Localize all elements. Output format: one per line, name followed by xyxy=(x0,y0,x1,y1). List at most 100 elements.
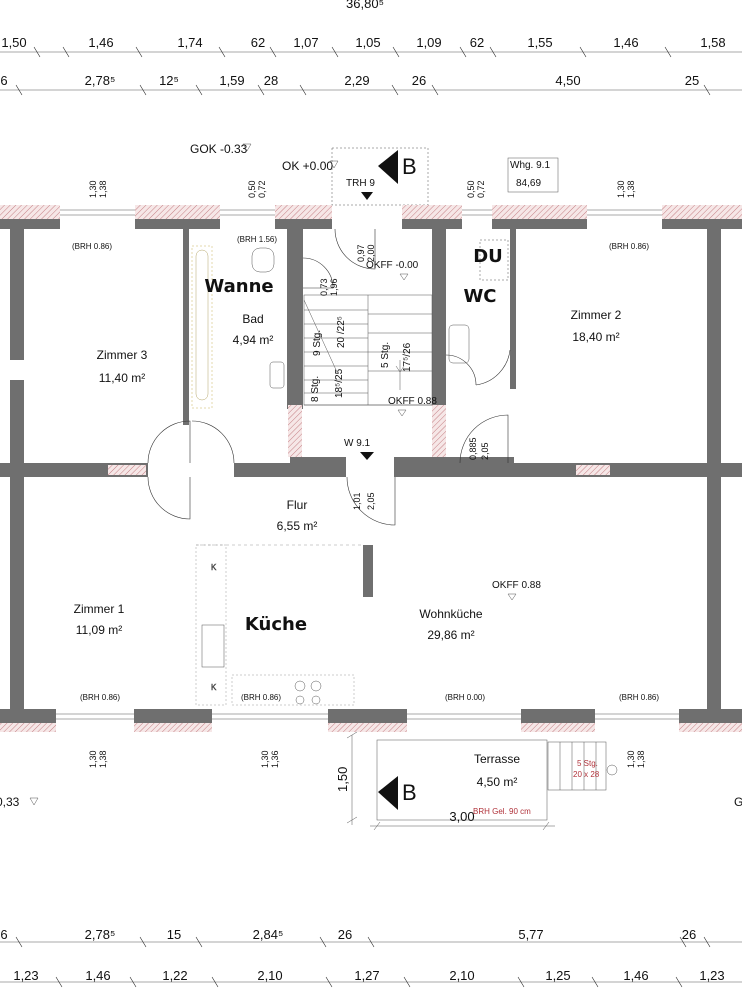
section-marker-bottom xyxy=(378,776,398,810)
bottom-dim-7: 26 xyxy=(682,927,696,942)
bottom-dim-r2-4: 2,10 xyxy=(257,968,282,983)
open-bw3-b: 1,38 xyxy=(636,750,646,768)
stair-9-label: 9 Stg. xyxy=(312,330,323,356)
okff-mid: OKFF 0.88 xyxy=(388,396,437,407)
section-marker-top xyxy=(378,150,398,184)
bottom-dim-r2-7: 1,25 xyxy=(545,968,570,983)
open-wc-b: 1,96 xyxy=(329,278,339,296)
stair-9-size: 20 /22⁵ xyxy=(336,316,347,348)
bottom-dim-r2-9: 1,23 xyxy=(699,968,724,983)
zimmer2-name: Zimmer 2 xyxy=(571,308,622,322)
open-bw2-a: 1,30 xyxy=(260,750,270,768)
brh-wohn-2: (BRH 0.86) xyxy=(619,693,659,702)
bottom-dim-r2-2: 1,46 xyxy=(85,968,110,983)
top-dim-1: 1,50 xyxy=(1,35,26,50)
kitchen-mark-2: K xyxy=(211,683,217,692)
brh-z1: (BRH 0.86) xyxy=(80,693,120,702)
open-entry-b: 2,00 xyxy=(366,244,376,262)
open-z2-b: 2,05 xyxy=(480,442,490,460)
gok-level: GOK -0.33 xyxy=(190,142,248,156)
open-w2-b: 0,72 xyxy=(257,180,267,198)
terrace-width-dim: 3,00 xyxy=(449,809,474,824)
top-dim-2: 1,46 xyxy=(88,35,113,50)
bottom-dim-1: 6 xyxy=(0,927,7,942)
okff-top: OKFF -0.00 xyxy=(366,260,419,271)
du-tag: DU xyxy=(473,246,503,267)
section-label-top: B xyxy=(402,154,417,179)
bottom-dim-r2-3: 1,22 xyxy=(162,968,187,983)
open-wohn-a: 1,01 xyxy=(352,492,362,510)
stair-8-label: 8 Stg. xyxy=(310,376,321,402)
bottom-dimension-chain: 6 2,78⁵ 15 2,84⁵ 26 5,77 26 1,23 1,46 1,… xyxy=(0,927,742,988)
brh-z2: (BRH 0.86) xyxy=(609,242,649,251)
brh-bad: (BRH 1.56) xyxy=(237,235,277,244)
bottom-dim-3: 15 xyxy=(167,927,181,942)
top-dim-4: 62 xyxy=(251,35,265,50)
stair-labels: 9 Stg. 20 /22⁵ 5 Stg. 17⁵/26 8 Stg. 18⁵/… xyxy=(310,316,413,402)
terrasse-step-size: 20 x 28 xyxy=(573,770,600,779)
bottom-dim-6: 5,77 xyxy=(518,927,543,942)
open-entry-a: 0,97 xyxy=(356,244,366,262)
bottom-dim-r2-6: 2,10 xyxy=(449,968,474,983)
flur-area: 6,55 m² xyxy=(277,519,318,533)
walls xyxy=(0,205,742,732)
open-w4-a: 1,30 xyxy=(616,180,626,198)
terrasse-area: 4,50 m² xyxy=(477,775,518,789)
left-level: 0,33 xyxy=(0,795,20,809)
whg-label: Whg. 9.1 xyxy=(510,160,550,171)
zimmer3-name: Zimmer 3 xyxy=(97,348,148,362)
terrace-depth-dim: 1,50 xyxy=(335,767,350,792)
zimmer1-name: Zimmer 1 xyxy=(74,602,125,616)
open-wohn-b: 2,05 xyxy=(366,492,376,510)
okff-kitchen: OKFF 0.88 xyxy=(492,580,541,591)
stair-5-label: 5 Stg. xyxy=(380,342,391,368)
top-dimension-chain: 36,80⁵ 1,50 1,46 1,74 62 1,07 1,05 1,09 … xyxy=(0,0,742,96)
top-dim-5: 1,07 xyxy=(293,35,318,50)
brh-wohn-1: (BRH 0.00) xyxy=(445,693,485,702)
bad-tag: Wanne xyxy=(204,276,273,297)
bottom-dim-r2-5: 1,27 xyxy=(354,968,379,983)
top-dim-r2-6: 2,29 xyxy=(344,73,369,88)
top-dim-r2-8: 4,50 xyxy=(555,73,580,88)
top-dim-8: 62 xyxy=(470,35,484,50)
level-labels-inside: OKFF -0.00 OKFF 0.88 W 9.1 OKFF 0.88 0,3… xyxy=(0,260,742,809)
zimmer2-area: 18,40 m² xyxy=(572,330,619,344)
brh-labels: (BRH 0.86) (BRH 1.56) (BRH 0.86) (BRH 0.… xyxy=(72,235,659,702)
bottom-dim-4: 2,84⁵ xyxy=(253,927,284,942)
stair-8-size: 18⁵/25 xyxy=(334,368,345,398)
top-dim-r2-2: 2,78⁵ xyxy=(85,73,116,88)
open-w1-a: 1,30 xyxy=(88,180,98,198)
bad-area: 4,94 m² xyxy=(233,333,274,347)
section-label-bottom: B xyxy=(402,780,417,805)
top-dim-r2-1: 6 xyxy=(0,73,7,88)
open-w3-a: 0,50 xyxy=(466,180,476,198)
top-dim-11: 1,58 xyxy=(700,35,725,50)
top-dim-3: 1,74 xyxy=(177,35,202,50)
w-label: W 9.1 xyxy=(344,438,371,449)
bottom-dim-5: 26 xyxy=(338,927,352,942)
open-w3-b: 0,72 xyxy=(476,180,486,198)
open-bw1-b: 1,38 xyxy=(98,750,108,768)
top-dim-r2-5: 28 xyxy=(264,73,278,88)
flur-name: Flur xyxy=(287,498,308,512)
top-dim-9: 1,55 xyxy=(527,35,552,50)
level-marks-top: GOK -0.33 OK +0.00 B TRH 9 Whg. 9.1 84,6… xyxy=(190,142,559,206)
bottom-dim-2: 2,78⁵ xyxy=(85,927,116,942)
bad-name: Bad xyxy=(242,312,263,326)
terrasse-name: Terrasse xyxy=(474,752,520,766)
open-z2-a: 0,885 xyxy=(468,437,478,460)
open-w2-a: 0,50 xyxy=(247,180,257,198)
kueche-tag: Küche xyxy=(245,614,307,635)
terrasse-note: BRH Gel. 90 cm xyxy=(473,807,531,816)
top-dim-r2-3: 12⁵ xyxy=(159,73,179,88)
open-bw1-a: 1,30 xyxy=(88,750,98,768)
top-dim-6: 1,05 xyxy=(355,35,380,50)
right-level: G xyxy=(734,795,742,809)
opening-dims: 1,30 1,38 0,50 0,72 0,50 0,72 1,30 1,38 … xyxy=(88,180,646,768)
wohnkueche-name: Wohnküche xyxy=(419,607,482,621)
top-dim-r2-9: 25 xyxy=(685,73,699,88)
top-dim-r2-7: 26 xyxy=(412,73,426,88)
zimmer3-area: 11,40 m² xyxy=(99,371,145,385)
ok-level: OK +0.00 xyxy=(282,159,333,173)
